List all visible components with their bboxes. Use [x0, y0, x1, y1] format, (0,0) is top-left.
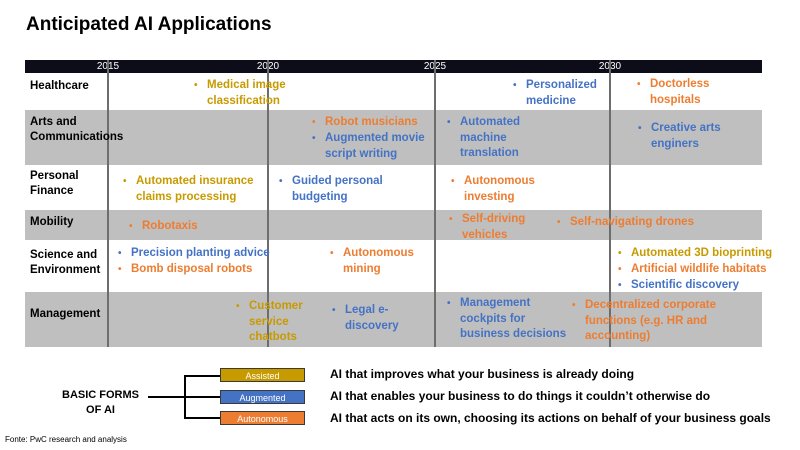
row-label-healthcare: Healthcare: [30, 80, 89, 92]
year-line-2020: [267, 60, 269, 347]
legend-autonomous-desc: AI that acts on its own, choosing its ac…: [330, 411, 771, 425]
item-3d-bioprinting: • Automated 3D bioprinting: [618, 247, 773, 259]
legend-augmented-desc: AI that enables your business to do thin…: [330, 389, 711, 403]
row-label-arts: Arts and Communications: [30, 116, 124, 143]
item-precision-planting: • Precision planting advice: [118, 247, 270, 259]
item-bomb-disposal: • Bomb disposal robots: [118, 263, 253, 275]
row-band-management: [25, 292, 762, 347]
bracket-arm-assisted: [184, 375, 220, 377]
bracket-arm-augmented: [184, 396, 220, 398]
bracket-arm-autonomous: [184, 417, 220, 419]
legend-assisted-desc: AI that improves what your business is a…: [330, 367, 635, 381]
item-robot-musicians: • Robot musicians: [312, 116, 418, 128]
legend-augmented: Augmented: [220, 390, 305, 404]
legend-autonomous: Autonomous: [220, 411, 305, 425]
row-label-management: Management: [30, 308, 101, 320]
source-note: Fonte: PwC research and analysis: [5, 435, 127, 444]
row-band-mobility: [25, 210, 762, 240]
bracket-stem: [148, 396, 184, 398]
item-self-navigating-drones: • Self-navigating drones: [557, 216, 694, 228]
year-line-2025: [434, 60, 436, 347]
item-scientific-discovery: • Scientific discovery: [618, 279, 740, 291]
year-line-2015: [107, 60, 109, 347]
legend-assisted: Assisted: [220, 368, 305, 382]
page-title: Anticipated AI Applications: [26, 14, 272, 35]
item-wildlife-habitats: • Artificial wildlife habitats: [618, 263, 767, 275]
timeline-bar: [25, 60, 762, 73]
year-line-2030: [609, 60, 611, 347]
item-legal-discovery: • Legal e-discovery: [332, 304, 399, 332]
item-robotaxis: • Robotaxis: [129, 220, 198, 232]
row-band-arts: [25, 110, 762, 165]
row-label-mobility: Mobility: [30, 216, 74, 228]
